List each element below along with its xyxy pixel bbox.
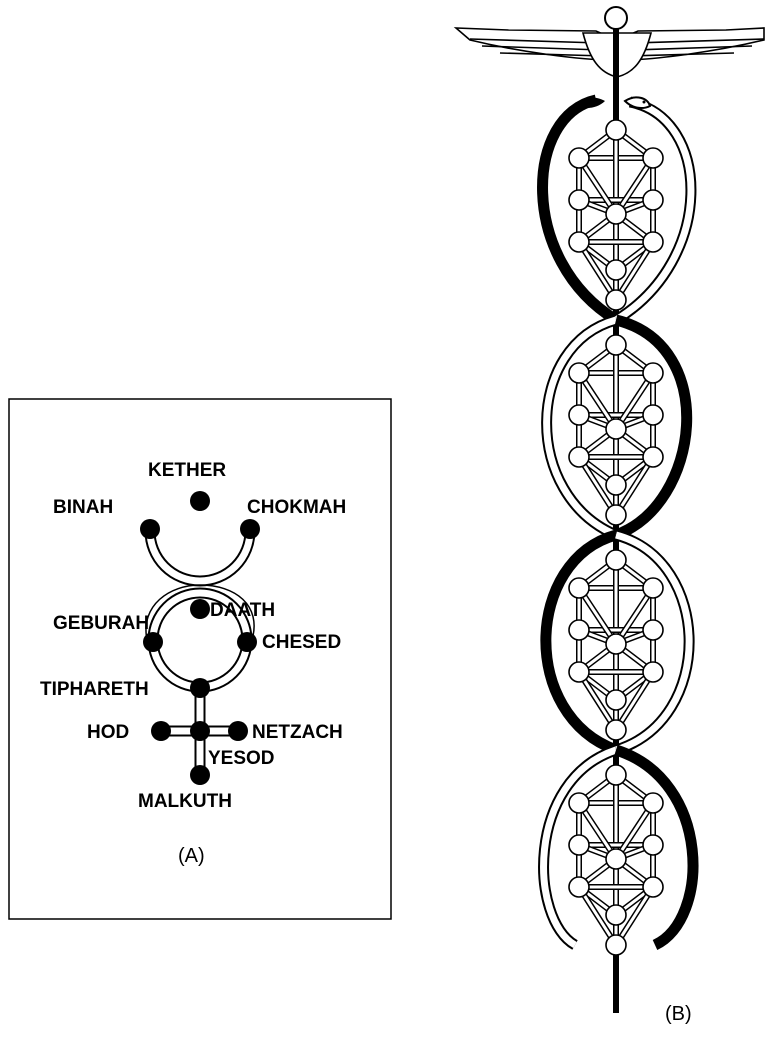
geburah-dot	[143, 632, 163, 652]
wings	[456, 28, 764, 77]
label-kether: KETHER	[148, 460, 226, 481]
label-hod: HOD	[87, 722, 129, 743]
sephirah-node	[606, 475, 626, 495]
netzach-dot	[228, 721, 248, 741]
sephirah-node	[643, 835, 663, 855]
tiphareth-dot	[190, 678, 210, 698]
kether-dot	[190, 491, 210, 511]
label-yesod: YESOD	[208, 748, 275, 769]
sephirah-node	[569, 363, 589, 383]
sephirah-node	[569, 148, 589, 168]
sephirah-node	[606, 690, 626, 710]
malkuth-dot	[190, 765, 210, 785]
sephirah-node	[606, 335, 626, 355]
sephirah-node	[643, 405, 663, 425]
sephirah-node	[606, 634, 626, 654]
hod-dot	[151, 721, 171, 741]
label-binah: BINAH	[53, 497, 113, 518]
label-netzach: NETZACH	[252, 722, 343, 743]
sephirah-node	[569, 405, 589, 425]
label-chokmah: CHOKMAH	[247, 497, 346, 518]
binah-dot	[140, 519, 160, 539]
tree-of-life	[569, 550, 663, 740]
chokmah-dot	[240, 519, 260, 539]
sephirah-node	[569, 447, 589, 467]
tree-of-life	[569, 765, 663, 955]
serpent-head-left	[576, 97, 605, 108]
sephirah-node	[606, 120, 626, 140]
label-tiphareth: TIPHARETH	[40, 679, 149, 700]
daath-dot	[190, 599, 210, 619]
sephirah-node	[643, 662, 663, 682]
sephirah-node	[643, 877, 663, 897]
label-chesed: CHESED	[262, 632, 341, 653]
sephirah-node	[643, 190, 663, 210]
sephirah-node	[606, 765, 626, 785]
sephirah-node	[569, 877, 589, 897]
figure-a: KETHER BINAH CHOKMAH GEBURAH DAATH CHESE…	[9, 399, 391, 919]
sephirah-node	[643, 447, 663, 467]
serpent-head-right	[625, 97, 650, 108]
sephirah-node	[606, 849, 626, 869]
chesed-dot	[237, 632, 257, 652]
sephirah-node	[606, 505, 626, 525]
tree-of-life	[569, 120, 663, 310]
label-malkuth: MALKUTH	[138, 791, 232, 812]
figure-b: (B)	[456, 7, 764, 1025]
sephirah-node	[606, 550, 626, 570]
sephirah-node	[643, 578, 663, 598]
caption-a: (A)	[178, 845, 205, 867]
sephirah-node	[569, 578, 589, 598]
sephirah-node	[569, 620, 589, 640]
sephirah-node	[606, 419, 626, 439]
staff-orb	[605, 7, 627, 29]
sephirah-node	[569, 190, 589, 210]
sephirah-node	[606, 905, 626, 925]
sephirah-node	[643, 232, 663, 252]
sephirah-node	[643, 793, 663, 813]
sephirah-node	[606, 290, 626, 310]
sephirah-node	[569, 835, 589, 855]
sephirah-node	[643, 363, 663, 383]
label-daath: DAATH	[210, 600, 275, 621]
sephirah-node	[643, 620, 663, 640]
tree-of-life	[569, 335, 663, 525]
yesod-dot	[190, 721, 210, 741]
sephirah-node	[606, 204, 626, 224]
sephirah-node	[569, 232, 589, 252]
sephirah-node	[569, 793, 589, 813]
sephirah-node	[606, 260, 626, 280]
sephirah-node	[569, 662, 589, 682]
sephirah-node	[606, 720, 626, 740]
caption-b: (B)	[665, 1003, 692, 1025]
sephirah-node	[606, 935, 626, 955]
label-geburah: GEBURAH	[53, 613, 149, 634]
sephirah-node	[643, 148, 663, 168]
